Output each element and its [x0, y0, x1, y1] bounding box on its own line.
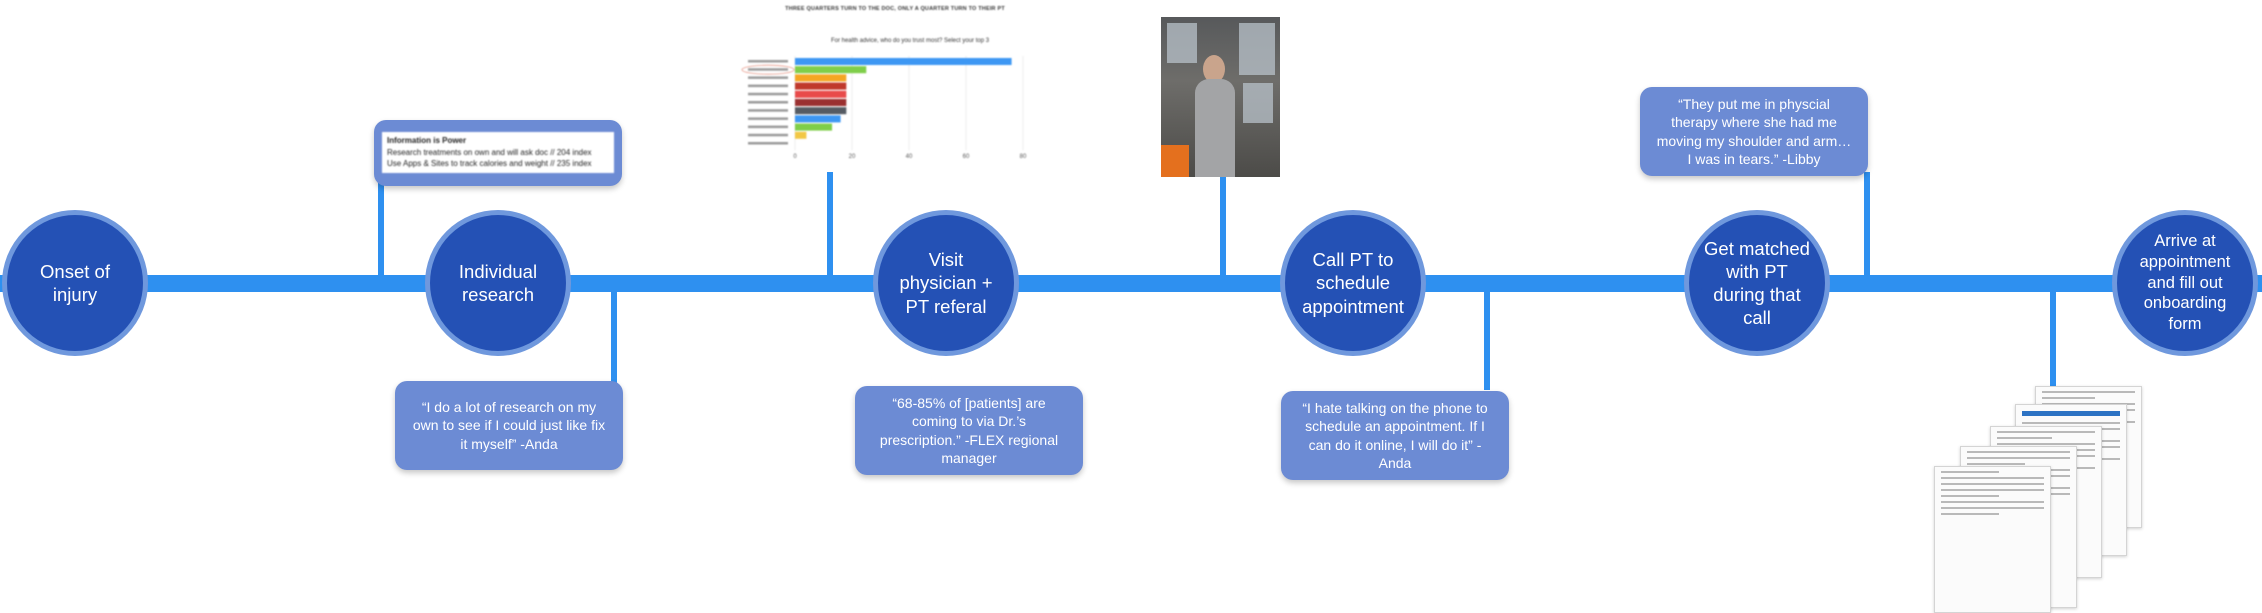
bar — [795, 115, 841, 123]
connector-anda-research — [611, 290, 617, 384]
bar — [795, 82, 847, 90]
survey-chart-svg: 0 20 40 60 80 — [741, 56, 1027, 160]
quote-text: “I hate talking on the phone to schedule… — [1302, 399, 1488, 471]
bar — [795, 66, 867, 74]
bar-label — [748, 133, 788, 137]
x-tick-label: 20 — [849, 154, 856, 160]
quote-text: “I do a lot of research on my own to see… — [412, 398, 606, 452]
x-tick-label: 80 — [1020, 154, 1027, 160]
stage-label: Visit physician + PT referal — [899, 249, 993, 317]
stage-individual-research: Individual research — [425, 210, 571, 356]
quote-anda-phone: “I hate talking on the phone to schedule… — [1281, 391, 1509, 480]
stage-label: Get matched with PT during that call — [1704, 237, 1810, 329]
bar-label — [748, 125, 788, 129]
stage-get-matched: Get matched with PT during that call — [1684, 210, 1830, 356]
bar — [795, 107, 847, 115]
quote-libby: “They put me in physcial therapy where s… — [1640, 87, 1868, 176]
research-insight-card: Information is Power Research treatments… — [374, 120, 622, 186]
bar — [795, 131, 807, 139]
stage-label: Call PT to schedule appointment — [1302, 249, 1404, 317]
x-tick-label: 60 — [963, 154, 970, 160]
highlight-ring — [741, 64, 795, 75]
onboarding-forms-image — [1930, 386, 2180, 613]
stage-label: Individual research — [458, 260, 538, 305]
survey-chart: THREE QUARTERS TURN TO THE DOC, ONLY A Q… — [740, 2, 1040, 170]
connector-libby — [1864, 172, 1870, 278]
connector-forms — [2050, 290, 2056, 386]
stage-label: Arrive at appointment and fill out onboa… — [2139, 232, 2231, 333]
bar-label — [748, 109, 788, 112]
stage-call-pt: Call PT to schedule appointment — [1280, 210, 1426, 356]
connector-research-card — [378, 182, 384, 280]
bar-label — [748, 68, 788, 71]
bar-label — [748, 60, 788, 63]
bar-label — [748, 76, 788, 79]
bar-label — [748, 92, 788, 96]
connector-anda-phone — [1484, 290, 1490, 390]
x-tick-label: 40 — [906, 154, 913, 160]
bar-label — [748, 142, 788, 145]
x-tick-label: 0 — [793, 154, 797, 160]
bar — [795, 90, 847, 98]
research-insight-content: Information is Power Research treatments… — [382, 132, 614, 173]
bar — [795, 74, 847, 82]
research-insight-title: Information is Power — [387, 136, 467, 145]
research-insight-line: Research treatments on own and will ask … — [387, 147, 592, 157]
timeline-bar — [0, 275, 2262, 292]
bar — [795, 99, 847, 106]
stage-onset-of-injury: Onset of injury — [2, 210, 148, 356]
bar-label — [748, 117, 788, 120]
man-on-phone-photo — [1161, 17, 1280, 177]
quote-text: “They put me in physcial therapy where s… — [1656, 95, 1852, 167]
chart-title: THREE QUARTERS TURN TO THE DOC, ONLY A Q… — [785, 6, 1005, 12]
quote-text: “68-85% of [patients] are coming to via … — [879, 394, 1059, 466]
bar-label — [748, 101, 788, 104]
bar — [795, 58, 1012, 65]
connector-survey-chart — [827, 172, 833, 278]
chart-question: For health advice, who do you trust most… — [830, 38, 990, 44]
quote-anda-research: “I do a lot of research on my own to see… — [395, 381, 623, 470]
connector-photo — [1220, 172, 1226, 278]
bar-label — [748, 84, 788, 88]
stage-arrive-appointment: Arrive at appointment and fill out onboa… — [2112, 210, 2258, 356]
quote-flex-manager: “68-85% of [patients] are coming to via … — [855, 386, 1083, 475]
bar — [795, 123, 833, 131]
stage-visit-physician: Visit physician + PT referal — [873, 210, 1019, 356]
stage-label: Onset of injury — [40, 260, 110, 305]
research-insight-line: Use Apps & Sites to track calories and w… — [387, 159, 592, 169]
